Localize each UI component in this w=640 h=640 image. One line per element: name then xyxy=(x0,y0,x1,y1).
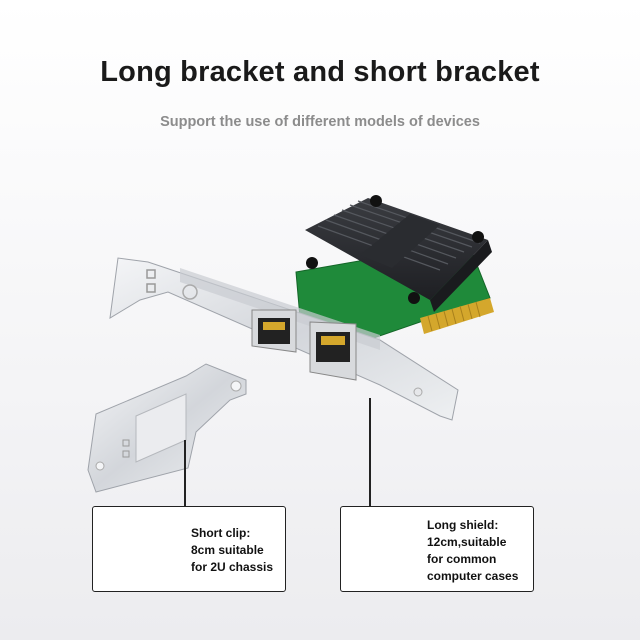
short-clip-text: Short clip: 8cm suitable for 2U chassis xyxy=(191,526,274,574)
right-leader-line xyxy=(369,398,371,508)
long-shield-callout: Long shield: 12cm,suitable for common co… xyxy=(340,506,534,592)
long-shield-text: Long shield: 12cm,suitable for common co… xyxy=(427,518,519,583)
short-clip-callout: Short clip: 8cm suitable for 2U chassis xyxy=(92,506,286,592)
left-leader-line xyxy=(184,440,186,508)
rj45-port-1 xyxy=(251,309,297,353)
page-title: Long bracket and short bracket xyxy=(100,56,540,88)
rj45-port-2 xyxy=(309,321,357,381)
heatsink xyxy=(305,195,492,312)
page-subtitle: Support the use of different models of d… xyxy=(160,114,480,130)
short-bracket xyxy=(87,363,247,493)
